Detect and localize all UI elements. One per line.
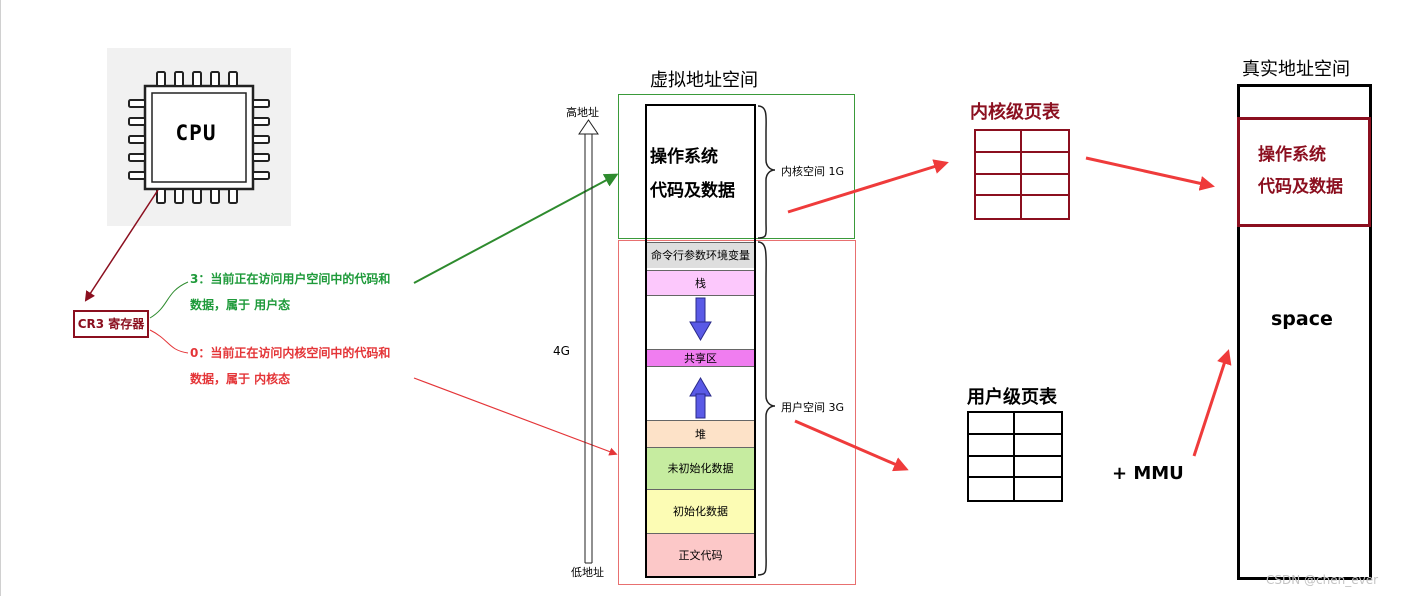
cpu-pin [128, 135, 146, 144]
cpu-pin [156, 188, 166, 204]
virtual-os-line2: 代码及数据 [650, 181, 735, 201]
table-cell [1015, 457, 1061, 479]
virtual-space-title: 虚拟地址空间 [650, 70, 758, 91]
physical-os-block: 操作系统 代码及数据 [1258, 139, 1343, 203]
low-address-label: 低地址 [571, 566, 604, 579]
table-cell [976, 174, 1022, 197]
cr3-register-box: CR3 寄存器 [73, 310, 149, 338]
heap-growth-up-arrow [689, 377, 712, 419]
kernel-mode-to-user-space-arrow [413, 377, 618, 456]
user-page-table-title: 用户级页表 [967, 387, 1057, 408]
virtual-memory-column [645, 104, 756, 578]
segment-uninitialized-data: 未初始化数据 [645, 447, 756, 489]
kernel-to-page-table-arrow [787, 159, 949, 214]
physical-os-line1: 操作系统 [1258, 145, 1326, 165]
physical-space-title: 真实地址空间 [1242, 59, 1350, 80]
cpu-pin [174, 71, 184, 87]
user-space-frame [618, 240, 856, 585]
user-mode-line1: 3：当前正在访问用户空间中的代码和 [190, 272, 391, 286]
cpu-pin [174, 188, 184, 204]
kernel-space-frame [618, 94, 855, 239]
kernel-page-table-title: 内核级页表 [970, 102, 1060, 123]
cpu-pin [128, 171, 146, 180]
user-space-label: 用户空间 3G [781, 401, 845, 414]
cpu-pin [156, 71, 166, 87]
table-cell [976, 196, 1022, 218]
cpu-pin [210, 188, 220, 204]
table-cell [1015, 413, 1061, 435]
virtual-os-block: 操作系统 代码及数据 [650, 140, 735, 208]
cpu-pin [252, 153, 270, 162]
physical-os-box [1237, 117, 1371, 227]
table-cell [976, 152, 1022, 175]
segment-initialized-data: 初始化数据 [645, 489, 756, 533]
table-cell [969, 478, 1015, 500]
user-page-table [967, 411, 1063, 502]
cpu-pin [252, 135, 270, 144]
kernel-space-label: 内核空间 1G [781, 165, 845, 178]
virtual-os-line1: 操作系统 [650, 147, 718, 167]
cpu-pin [228, 71, 238, 87]
address-axis-arrow-head [578, 119, 599, 135]
user-to-page-table-arrow [794, 419, 909, 472]
segment-text-code: 正文代码 [645, 533, 756, 576]
physical-space-label: space [1271, 308, 1333, 330]
segment-heap: 堆 [645, 420, 756, 447]
cpu-pin [228, 188, 238, 204]
kernel-mode-line1: 0：当前正在访问内核空间中的代码和 [190, 346, 391, 360]
user-mode-description: 3：当前正在访问用户空间中的代码和 数据，属于 用户态 [190, 266, 430, 318]
stack-growth-down-arrow [689, 297, 712, 341]
cpu-pin [192, 188, 202, 204]
table-cell [969, 434, 1015, 457]
kernel-page-table-to-physical-arrow [1085, 156, 1215, 191]
kernel-page-table [974, 129, 1070, 220]
user-space-brace [757, 241, 776, 576]
table-cell [1015, 435, 1061, 457]
table-cell [976, 131, 1022, 153]
cpu-chip-icon [128, 71, 270, 204]
table-cell [969, 413, 1015, 435]
cpu-pin [252, 171, 270, 180]
watermark: CSDN @chen_ever [1266, 573, 1379, 587]
physical-memory-column [1237, 84, 1372, 580]
physical-os-line2: 代码及数据 [1258, 177, 1343, 197]
cpu-pin [252, 99, 270, 108]
cpu-pin [252, 117, 270, 126]
user-mode-to-kernel-space-arrow [413, 173, 619, 284]
segment-args-env: 命令行参数环境变量 [645, 242, 756, 268]
mmu-to-physical-arrow [1192, 349, 1232, 457]
user-mode-line2: 数据，属于 用户态 [190, 298, 291, 312]
kernel-mode-line2: 数据，属于 内核态 [190, 372, 291, 386]
segment-shared: 共享区 [645, 349, 756, 367]
high-address-label: 高地址 [566, 106, 599, 119]
cr3-branch-red [149, 329, 189, 354]
cpu-pin [128, 117, 146, 126]
address-size-label: 4G [553, 344, 570, 358]
cpu-label: CPU [175, 121, 217, 145]
mmu-label: + MMU [1112, 463, 1184, 484]
kernel-space-brace [757, 105, 776, 239]
table-cell [1022, 153, 1068, 175]
cpu-pin [128, 99, 146, 108]
cpu-pin [192, 71, 202, 87]
cpu-pin [210, 71, 220, 87]
cr3-branch-green [149, 281, 189, 319]
kernel-mode-description: 0：当前正在访问内核空间中的代码和 数据，属于 内核态 [190, 340, 430, 392]
table-cell [1022, 175, 1068, 197]
table-cell [1022, 131, 1068, 153]
cpu-to-cr3-arrow [84, 189, 159, 302]
segment-stack: 栈 [645, 270, 756, 296]
cpu-pin [128, 153, 146, 162]
table-cell [969, 456, 1015, 479]
